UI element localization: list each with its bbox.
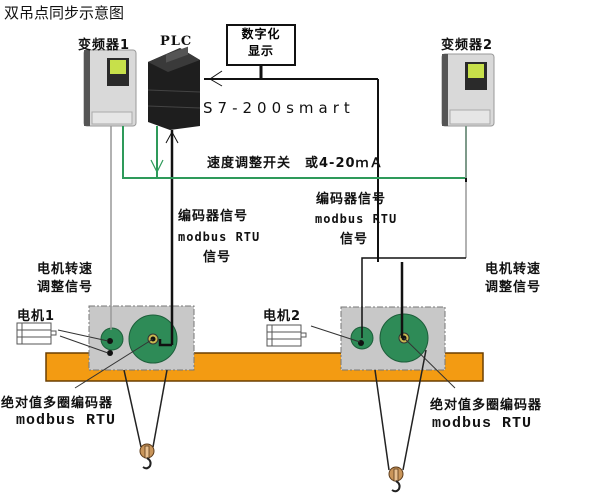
encoder-signal-left-line1: 编码器信号 xyxy=(178,209,249,224)
arrow-to-plc xyxy=(209,70,223,87)
inverter2-label: 变频器2 xyxy=(441,38,494,53)
encoder-signal-right-line2: modbus RTU xyxy=(315,212,398,226)
speed-switch-label: 速度调整开关 或4-20ｍＡ xyxy=(207,156,384,171)
rope-right-b xyxy=(402,349,427,471)
leader-encoder-right xyxy=(403,337,456,389)
motor-speed-right-line2: 调整信号 xyxy=(485,280,542,295)
hook-right-icon xyxy=(388,466,404,493)
motor-icon xyxy=(266,324,307,347)
inverter1-label: 变频器1 xyxy=(78,38,131,53)
encoder-right-line1: 绝对值多圈编码器 xyxy=(430,398,543,413)
leader-motor1-b xyxy=(59,335,109,354)
arrow-up-plc xyxy=(165,130,179,144)
encoder-wire-left-end xyxy=(158,339,172,347)
leader-motor2 xyxy=(310,325,361,343)
arrow-down-green xyxy=(150,159,164,174)
encoder-signal-right-line1: 编码器信号 xyxy=(316,192,387,207)
motor-icon xyxy=(16,322,57,345)
plc-label: PLC xyxy=(160,34,193,49)
rope-left-a xyxy=(123,369,142,448)
diagram-title: 双吊点同步示意图 xyxy=(4,4,125,22)
encoder-signal-left-line3: 信号 xyxy=(203,250,232,265)
leader-encoder-left xyxy=(74,338,154,389)
digital-display-box: 数字化 显示 xyxy=(226,24,296,66)
motor-speed-left-line2: 调整信号 xyxy=(37,280,94,295)
encoder-right-line2: modbus RTU xyxy=(432,415,533,432)
motor-speed-wire-right xyxy=(361,257,466,338)
motor-shaft-left xyxy=(107,338,113,344)
rope-left-b xyxy=(152,369,168,448)
frequency-inverter-icon xyxy=(83,49,137,127)
leader-motor1-a xyxy=(57,329,109,342)
encoder-left-line1: 绝对值多圈编码器 xyxy=(1,396,114,411)
rope-right-a xyxy=(374,369,390,471)
hook-left-icon xyxy=(139,443,155,470)
motor-shaft-right xyxy=(358,340,364,346)
encoder-left-line2: modbus RTU xyxy=(16,412,117,429)
display-line1: 数字化 xyxy=(241,27,281,41)
motor-speed-left-line1: 电机转速 xyxy=(37,262,94,277)
frequency-inverter-icon xyxy=(441,53,495,127)
motor1-label: 电机1 xyxy=(17,309,56,324)
motor-shaft-left-2 xyxy=(107,350,113,356)
encoder-signal-right-line3: 信号 xyxy=(340,232,369,247)
plc-model-label: S7-200smart xyxy=(203,99,355,117)
display-line2: 显示 xyxy=(247,44,274,58)
motor2-label: 电机2 xyxy=(263,309,302,324)
motor-speed-right-line1: 电机转速 xyxy=(485,262,542,277)
plc-module-icon xyxy=(147,46,201,130)
encoder-signal-left-line2: modbus RTU xyxy=(178,230,261,244)
